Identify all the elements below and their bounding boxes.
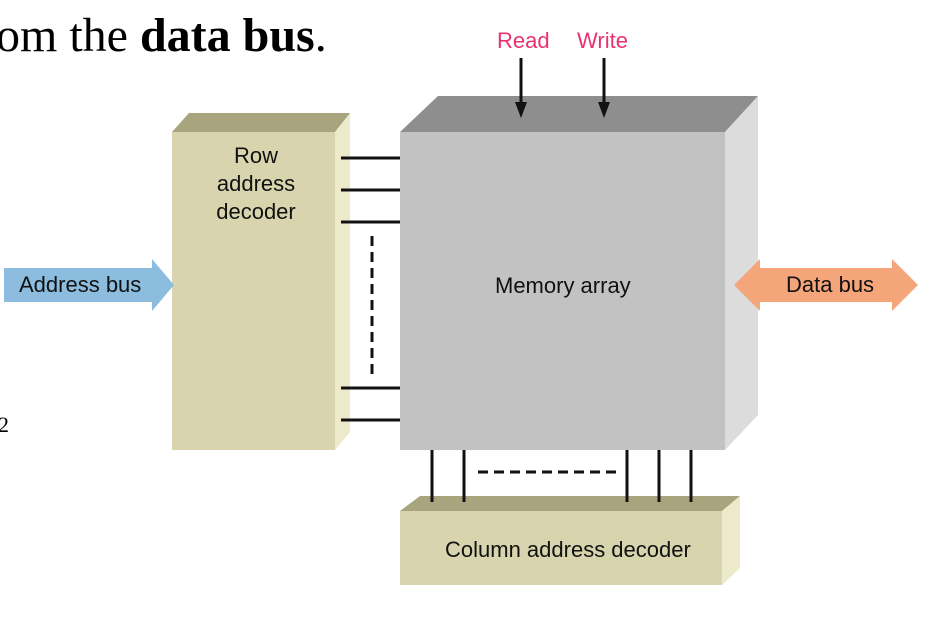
column-select-lines (430, 450, 693, 502)
heading-bold: data bus (139, 9, 315, 62)
side-number: 2 (0, 412, 9, 437)
row-decoder-side (335, 113, 350, 450)
address-bus-arrow (4, 259, 174, 311)
memory-array-side (725, 96, 758, 450)
row-decoder-block (172, 113, 350, 450)
heading-suffix: . (314, 9, 327, 62)
read-label: Read (497, 28, 550, 53)
row-decoder-top (172, 113, 350, 132)
column-decoder-face (400, 511, 722, 585)
row-decoder-label: Row address decoder (172, 142, 340, 226)
row-decoder-label-line: decoder (216, 199, 296, 224)
memory-array-face (400, 132, 725, 450)
address-bus-label: Address bus (19, 272, 142, 297)
write-label: Write (577, 28, 628, 53)
row-decoder-face (172, 132, 335, 450)
column-decoder-side (722, 496, 740, 585)
column-decoder-label: Column address decoder (445, 537, 691, 562)
read-arrow (515, 58, 527, 118)
data-bus-label: Data bus (786, 272, 875, 297)
write-arrow (598, 58, 610, 118)
column-decoder-block (400, 496, 740, 585)
row-decoder-label-line: address (216, 171, 296, 196)
heading-prefix: om the (0, 9, 140, 62)
heading-text: om the data bus. (0, 6, 327, 66)
column-decoder-top (400, 496, 740, 511)
memory-array-label: Memory array (495, 273, 631, 298)
data-bus-arrow (734, 259, 918, 311)
row-decoder-label-line: Row (233, 143, 278, 168)
memory-array-top (400, 96, 758, 132)
row-select-lines (341, 156, 400, 422)
memory-array-block (400, 96, 758, 450)
